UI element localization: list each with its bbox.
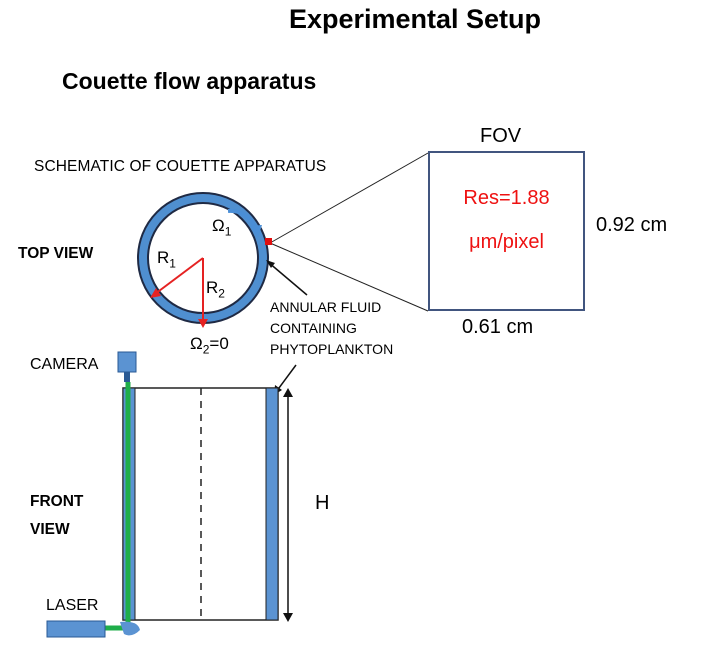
r1-label: R1: [157, 248, 176, 271]
annulus-pointer-head: [266, 260, 275, 268]
laser-mirror: [120, 621, 140, 636]
front-outer-cylinder: [122, 387, 279, 621]
front-annulus-right: [265, 387, 279, 621]
height-arrow-top: [283, 388, 293, 397]
annulus-pointer-line: [267, 261, 308, 296]
fov-height-label: 0.92 cm: [596, 214, 668, 236]
camera-label: CAMERA: [30, 356, 99, 373]
rotation-arrowhead: [250, 225, 262, 237]
fov-zoom-line-top: [269, 152, 429, 244]
omega2-label: Ω2=0: [190, 334, 229, 357]
fov-resolution-line1: Res=1.88: [463, 187, 550, 209]
height-label: H: [315, 492, 330, 514]
camera-lens: [124, 372, 130, 382]
slide-title: Experimental Setup: [288, 4, 542, 34]
r2-arrowhead: [198, 319, 208, 328]
rotation-arc: [227, 208, 257, 229]
r1-arrowhead: [150, 288, 161, 298]
fov-title: FOV: [480, 125, 522, 147]
fov-marker: [265, 238, 272, 245]
r2-label: R2: [206, 278, 225, 301]
fov-box: [428, 151, 585, 311]
fov-resolution-line2: μm/pixel: [469, 231, 544, 253]
height-arrow-bottom: [283, 613, 293, 622]
r1-arrow: [154, 257, 204, 295]
omega1-label: Ω1: [212, 216, 232, 239]
fov-width-label: 0.61 cm: [462, 316, 534, 338]
camera-body: [117, 351, 137, 373]
laser-label: LASER: [46, 597, 99, 614]
slide-subtitle: Couette flow apparatus: [62, 68, 317, 94]
front-annulus-pointer-line: [275, 364, 297, 393]
schematic-label: SCHEMATIC OF COUETTE APPARATUS: [34, 158, 327, 175]
laser-body: [46, 620, 106, 638]
annular-fluid-label: ANNULAR FLUID CONTAINING PHYTOPLANKTON: [270, 299, 394, 357]
top-view-label: TOP VIEW: [18, 245, 94, 262]
front-view-label: FRONT VIEW: [30, 493, 84, 538]
fov-zoom-line-bottom: [269, 242, 429, 312]
